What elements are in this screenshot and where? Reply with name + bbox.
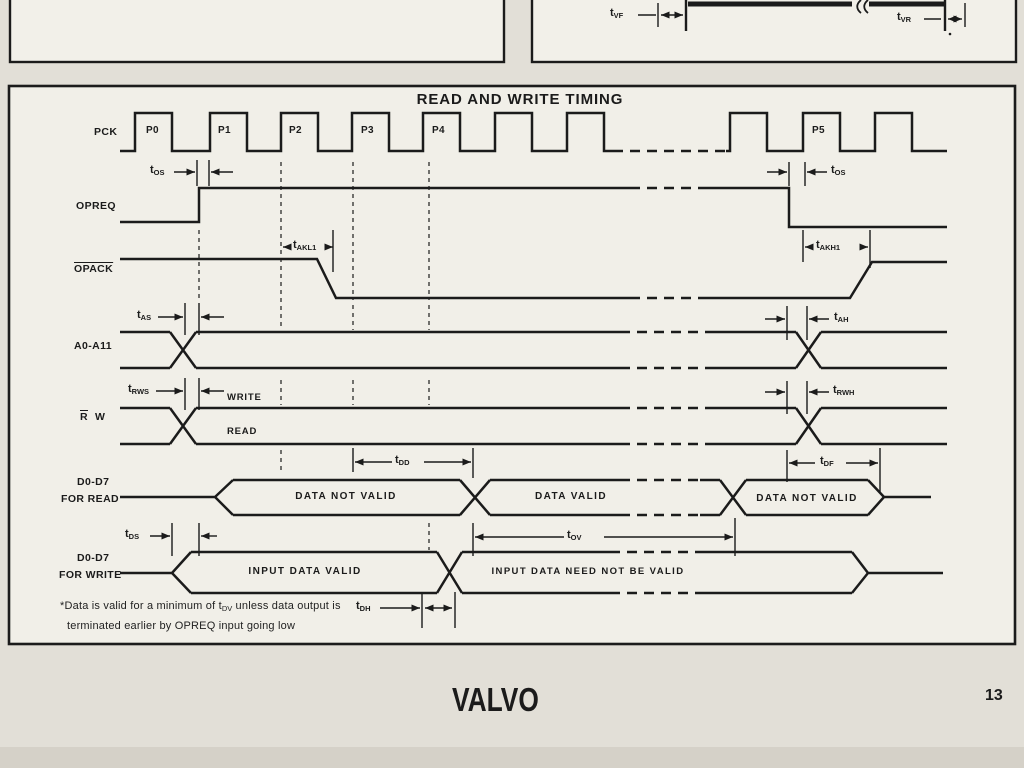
read-write-line-waveform <box>120 406 947 446</box>
dimension-ticks <box>171 160 881 628</box>
footnote-line-2: terminated earlier by OPREQ input going … <box>67 620 296 632</box>
region-data-not-valid-right: DATA NOT VALID <box>756 493 858 504</box>
clock-pulse-label-p3: P3 <box>361 125 374 136</box>
timing-label-tvf: tVF <box>610 7 624 20</box>
data-bus-read-waveform <box>120 478 931 517</box>
diagram-title: READ AND WRITE TIMING <box>416 91 624 108</box>
signal-label-d0-d7-read: D0-D7 <box>77 476 110 488</box>
timing-label-takh1: tAKH1 <box>816 239 841 252</box>
top-right-figure-box <box>530 0 1018 64</box>
footnote-line-1: *Data is valid for a minimum of tDV unle… <box>60 600 341 613</box>
region-data-not-valid-left: DATA NOT VALID <box>295 491 397 502</box>
timing-label-trwh: tRWH <box>833 384 855 397</box>
signal-label-d0-d7-write: D0-D7 <box>77 552 110 564</box>
timing-label-tah: tAH <box>834 311 849 324</box>
timing-label-tdf: tDF <box>820 455 834 468</box>
region-input-data-valid: INPUT DATA VALID <box>248 566 362 577</box>
timing-label-tdh: tDH <box>356 600 371 613</box>
timing-label-trws: tRWS <box>128 383 150 396</box>
clock-pulse-label-p4: P4 <box>432 125 445 136</box>
region-input-data-need-not-be-valid: INPUT DATA NEED NOT BE VALID <box>491 566 685 577</box>
signal-label-a0-a11: A0-A11 <box>74 340 113 352</box>
pck-waveform <box>120 111 947 153</box>
signal-label-opreq: OPREQ <box>76 200 116 212</box>
timing-label-tvr: tVR <box>897 11 912 24</box>
clock-pulse-label-p1: P1 <box>218 125 231 136</box>
reference-guides <box>198 162 430 550</box>
dimension-arrows <box>150 168 878 612</box>
opack-waveform <box>120 257 947 300</box>
timing-label-tos-right: tOS <box>831 164 846 177</box>
level-label-read: READ <box>227 426 258 437</box>
timing-label-takl1: tAKL1 <box>293 239 317 252</box>
valvo-logo: VALVO <box>452 681 539 719</box>
timing-label-tdd: tDD <box>395 454 410 467</box>
top-left-figure-box <box>8 0 506 64</box>
timing-label-tas: tAS <box>137 309 152 322</box>
data-bus-write-waveform <box>120 550 943 595</box>
level-label-write: WRITE <box>227 392 262 403</box>
timing-label-tds: tDS <box>125 528 140 541</box>
timing-label-tos-left: tOS <box>150 164 165 177</box>
signal-label-opack: OPACK <box>74 263 114 275</box>
opreq-waveform <box>120 186 947 229</box>
signal-label-for-write: FOR WRITE <box>59 569 122 581</box>
page-number: 13 <box>985 687 1003 704</box>
clock-pulse-label-p0: P0 <box>146 125 159 136</box>
signal-label-pck: PCK <box>94 126 118 138</box>
clock-pulse-label-p5: P5 <box>812 125 825 136</box>
address-bus-waveform <box>120 330 947 370</box>
signal-label-for-read: FOR READ <box>61 493 120 505</box>
clock-pulse-label-p2: P2 <box>289 125 302 136</box>
timing-label-tov: tOV <box>567 529 582 542</box>
scan-edge-shadow <box>0 747 1024 768</box>
region-data-valid: DATA VALID <box>535 491 607 502</box>
